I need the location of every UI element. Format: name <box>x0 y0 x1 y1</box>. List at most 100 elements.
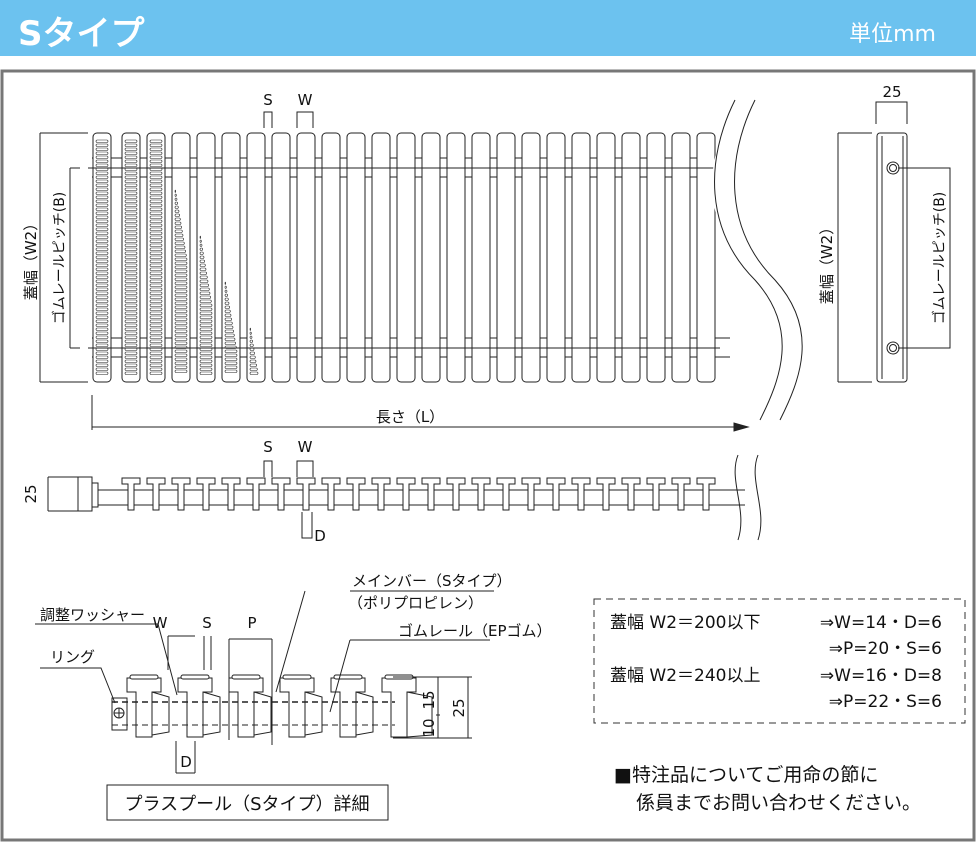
bar-texture <box>174 261 188 265</box>
bar-texture <box>95 355 109 359</box>
top-s-label: S <box>263 91 273 109</box>
side-t-profile <box>196 477 216 511</box>
detail-d-label: D <box>180 753 192 771</box>
bar-texture <box>174 333 188 337</box>
detail-w-label: W <box>153 614 168 632</box>
bar-texture <box>149 287 163 291</box>
bar-texture <box>199 351 213 355</box>
bar-texture <box>124 311 138 315</box>
bar-texture <box>95 323 109 327</box>
slat-bar <box>696 132 716 383</box>
bar-texture <box>124 363 138 367</box>
bar-texture <box>124 359 138 363</box>
bar-texture <box>149 147 163 151</box>
slat-bar <box>246 132 266 383</box>
bar-texture <box>124 339 138 343</box>
bar-texture <box>149 259 163 263</box>
bar-texture <box>149 151 163 155</box>
slat-bar <box>196 132 216 383</box>
bar-texture <box>224 281 226 285</box>
bar-texture <box>199 323 213 327</box>
bar-texture <box>149 231 163 235</box>
detail-bar-cap <box>129 674 159 680</box>
dim-15-10-line <box>436 676 440 738</box>
slat-bar <box>621 132 641 383</box>
bar-texture <box>174 205 179 209</box>
side-t-profile <box>571 477 591 511</box>
bar-texture <box>199 355 213 359</box>
bar-texture <box>224 341 236 345</box>
bar-texture <box>149 223 163 227</box>
detail-caption: プラスプール（Sタイプ）詳細 <box>124 794 369 815</box>
b-dimension <box>69 167 80 349</box>
bar-texture <box>124 283 138 287</box>
top-view <box>39 99 803 432</box>
top-w-label: W <box>298 91 313 109</box>
bar-texture <box>95 255 109 259</box>
bar-texture <box>224 365 238 369</box>
bar-texture <box>124 187 138 191</box>
bar-texture <box>174 281 188 285</box>
bar-texture <box>95 343 109 347</box>
bar-texture <box>124 355 138 359</box>
side-t-profile <box>646 477 666 511</box>
bar-texture <box>174 217 181 221</box>
bar-texture <box>149 355 163 359</box>
bar-texture <box>149 283 163 287</box>
bar-texture <box>124 139 138 143</box>
side-t-profile <box>146 477 166 511</box>
bar-texture <box>149 175 163 179</box>
bar-texture <box>199 255 205 259</box>
side-s-label: S <box>263 438 273 456</box>
bar-texture <box>95 195 109 199</box>
detail-main-bar <box>279 677 315 738</box>
bar-texture <box>124 235 138 239</box>
slat-bar <box>421 132 441 383</box>
bar-texture <box>199 339 213 343</box>
bar-texture <box>124 151 138 155</box>
bar-texture <box>174 365 188 369</box>
main-bar-material: （ポリプロピレン） <box>348 594 483 612</box>
w2-dimension <box>39 132 88 383</box>
side-t-profile <box>346 477 366 511</box>
detail-washer <box>202 691 221 736</box>
bar-texture <box>149 351 163 355</box>
slat-bar <box>271 132 291 383</box>
bar-texture <box>149 195 163 199</box>
bar-texture <box>95 275 109 279</box>
ring-leader <box>40 667 116 704</box>
bar-texture <box>124 251 138 255</box>
bar-texture <box>174 361 188 365</box>
bar-texture <box>199 271 207 275</box>
bar-texture <box>224 297 229 301</box>
bar-texture <box>124 147 138 151</box>
bar-texture <box>95 211 109 215</box>
bar-texture <box>124 247 138 251</box>
bar-texture <box>124 287 138 291</box>
dim-25-label: 25 <box>450 698 468 717</box>
bar-texture <box>199 371 213 375</box>
bar-texture <box>199 315 213 319</box>
bar-texture <box>149 251 163 255</box>
sw-dimension <box>263 111 314 128</box>
bar-texture <box>199 343 213 347</box>
bar-texture <box>149 291 163 295</box>
end-view <box>837 101 951 383</box>
bar-texture <box>124 255 138 259</box>
bar-texture <box>149 359 163 363</box>
bar-texture <box>124 343 138 347</box>
slat-bar <box>371 132 391 383</box>
bar-texture <box>124 243 138 247</box>
bar-texture <box>174 321 188 325</box>
side-t-profile <box>271 477 291 511</box>
bar-texture <box>95 351 109 355</box>
bar-texture <box>249 355 256 359</box>
bar-texture <box>124 303 138 307</box>
bar-texture <box>174 265 188 269</box>
bar-texture <box>149 227 163 231</box>
bar-texture <box>124 159 138 163</box>
detail-s-label: S <box>202 614 212 632</box>
side-t-profile <box>296 477 316 511</box>
bar-texture <box>174 257 188 261</box>
side-t-profile <box>446 477 466 511</box>
